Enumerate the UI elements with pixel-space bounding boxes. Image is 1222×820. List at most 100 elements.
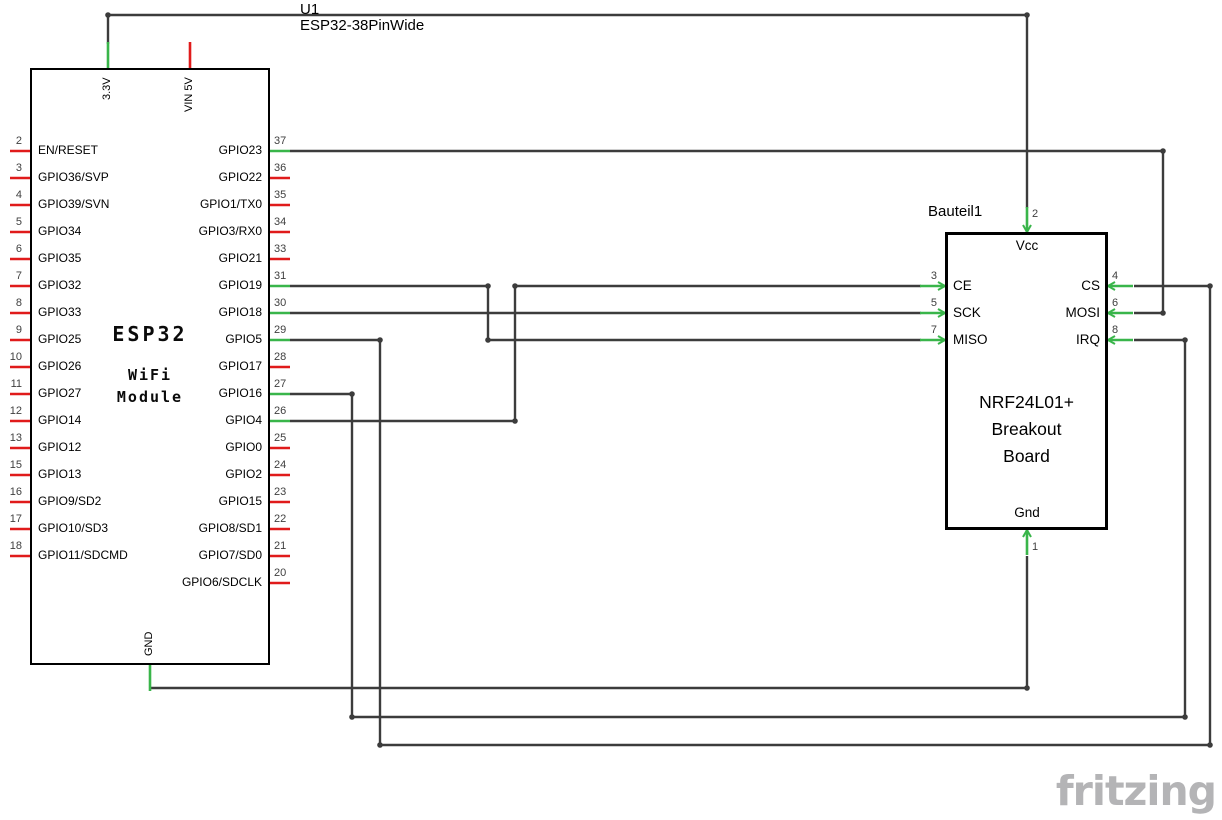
wire-3v3-to-vcc xyxy=(106,13,1029,208)
pin-number: 2 xyxy=(1032,208,1039,220)
wire-bendpoint xyxy=(349,391,355,397)
esp32-pin-label-gpio36-svp: GPIO36/SVP xyxy=(38,170,109,184)
esp32-pin-label-gpio22: GPIO22 xyxy=(218,170,262,184)
nrf24-pin-label-vcc: Vcc xyxy=(1015,238,1039,253)
nrf24-pin-label-sck: SCK xyxy=(953,305,981,320)
esp32-pin-label-gpio18: GPIO18 xyxy=(218,305,262,319)
pin-number: 37 xyxy=(274,135,287,147)
pin-number: 5 xyxy=(15,216,22,228)
pin-number: 3 xyxy=(930,270,937,282)
nrf24-pin-label-gnd: Gnd xyxy=(1014,505,1040,520)
pin-number: 25 xyxy=(274,432,287,444)
esp32-pin-label-gpio0: GPIO0 xyxy=(225,440,262,454)
wire-bendpoint xyxy=(1207,283,1213,289)
pin-number: 9 xyxy=(15,324,22,336)
nrf24-pin-label-ce: CE xyxy=(953,278,972,293)
pin-number: 10 xyxy=(9,351,22,363)
esp32-title-line: WiFi xyxy=(127,366,173,384)
pin-number: 20 xyxy=(274,567,287,579)
pin-number: 17 xyxy=(9,513,22,525)
esp32-pin-label-3-3v: 3.3V xyxy=(101,77,113,100)
wire-bendpoint xyxy=(1160,148,1166,154)
wire-gpio5-to-cs xyxy=(290,284,1212,747)
esp32-pin-label-gpio12: GPIO12 xyxy=(38,440,82,454)
nrf24-body xyxy=(945,232,1108,530)
esp32-pin-label-gpio15: GPIO15 xyxy=(218,494,262,508)
pin-number: 26 xyxy=(274,405,287,417)
pin-number: 5 xyxy=(930,297,937,309)
pin-number: 2 xyxy=(15,135,22,147)
pin-number: 6 xyxy=(1112,297,1119,309)
pin-number: 7 xyxy=(15,270,22,282)
esp32-pin-label-gpio19: GPIO19 xyxy=(218,278,262,292)
pin-arrow xyxy=(1105,281,1116,291)
esp32-part-label: ESP32-38PinWide xyxy=(300,17,425,34)
pin-number: 34 xyxy=(274,216,287,228)
esp32-pin-label-vin-5v: VIN 5V xyxy=(183,77,195,112)
nrf24-pin-label-cs: CS xyxy=(1081,278,1100,293)
esp32-pin-label-gpio14: GPIO14 xyxy=(38,413,82,427)
esp32-pin-label-gpio23: GPIO23 xyxy=(218,143,262,157)
pin-number: 33 xyxy=(274,243,287,255)
esp32-title-line: ESP32 xyxy=(112,322,188,346)
nrf24-title-line: Breakout xyxy=(991,419,1062,439)
nrf24-pin-label-miso: MISO xyxy=(953,332,988,347)
esp32-pin-label-gnd: GND xyxy=(143,631,155,656)
wire-bendpoint xyxy=(485,337,491,343)
pin-number: 6 xyxy=(15,243,22,255)
wire-bendpoint xyxy=(512,283,518,289)
esp32-pin-label-gpio11-sdcmd: GPIO11/SDCMD xyxy=(38,548,128,562)
wire-bendpoint xyxy=(349,714,355,720)
pin-number: 24 xyxy=(274,459,287,471)
esp32-pin-label-gpio34: GPIO34 xyxy=(38,224,82,238)
pin-number: 21 xyxy=(274,540,287,552)
pin-number: 23 xyxy=(274,486,287,498)
esp32-pin-label-gpio9-sd2: GPIO9/SD2 xyxy=(38,494,102,508)
esp32-pin-label-gpio6-sdclk: GPIO6/SDCLK xyxy=(181,575,262,589)
esp32-pin-label-gpio27: GPIO27 xyxy=(38,386,82,400)
pin-number: 35 xyxy=(274,189,287,201)
nrf24-title-line: NRF24L01+ xyxy=(979,392,1074,412)
pin-number: 30 xyxy=(274,297,287,309)
wire-bendpoint xyxy=(512,418,518,424)
wire-bendpoint xyxy=(1182,714,1188,720)
wire-bendpoint xyxy=(1024,12,1030,18)
pin-number: 8 xyxy=(1112,324,1119,336)
pin-number: 12 xyxy=(9,405,22,417)
esp32-pin-label-gpio25: GPIO25 xyxy=(38,332,82,346)
esp32-pin-label-gpio32: GPIO32 xyxy=(38,278,82,292)
nrf24-pin-label-mosi: MOSI xyxy=(1065,305,1100,320)
pin-number: 1 xyxy=(1032,541,1039,553)
esp32-pin-label-gpio3-rx0: GPIO3/RX0 xyxy=(198,224,262,238)
esp32-pin-label-gpio8-sd1: GPIO8/SD1 xyxy=(198,521,262,535)
pin-number: 29 xyxy=(274,324,287,336)
pin-number: 22 xyxy=(274,513,287,525)
pin-number: 18 xyxy=(9,540,22,552)
wire-bendpoint xyxy=(1207,742,1213,748)
wire-gpio16-to-irq xyxy=(290,338,1187,719)
esp32-pin-label-gpio1-tx0: GPIO1/TX0 xyxy=(199,197,262,211)
esp32-pin-label-gpio10-sd3: GPIO10/SD3 xyxy=(38,521,109,535)
pin-arrow xyxy=(1105,308,1116,318)
fritzing-watermark: fritzing xyxy=(1055,767,1217,815)
pin-number: 11 xyxy=(10,378,22,390)
esp32-pin-label-gpio7-sd0: GPIO7/SD0 xyxy=(198,548,262,562)
esp32-pin-label-gpio26: GPIO26 xyxy=(38,359,82,373)
pin-arrow xyxy=(1022,527,1032,538)
nrf24-pin-label-irq: IRQ xyxy=(1075,332,1100,347)
pin-number: 13 xyxy=(9,432,22,444)
pin-number: 15 xyxy=(9,459,22,471)
pin-number: 8 xyxy=(15,297,22,309)
wire-gpio23-to-mosi xyxy=(290,149,1165,315)
esp32-pin-label-gpio17: GPIO17 xyxy=(218,359,262,373)
wire-gpio4-to-ce xyxy=(290,284,921,423)
wire-bendpoint xyxy=(377,742,383,748)
pin-number: 3 xyxy=(15,162,22,174)
pin-number: 36 xyxy=(274,162,287,174)
wire-bendpoint xyxy=(1182,337,1188,343)
esp32-pin-label-gpio4: GPIO4 xyxy=(225,413,262,427)
nrf24-title-line: Board xyxy=(1003,446,1050,466)
esp32-pin-label-gpio5: GPIO5 xyxy=(225,332,262,346)
